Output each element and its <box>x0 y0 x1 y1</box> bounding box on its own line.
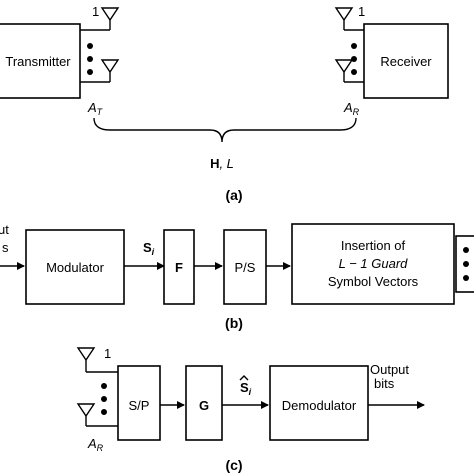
equalizer-label: G <box>199 398 209 413</box>
channel-label: H, L <box>210 156 234 171</box>
channel-length: , L <box>219 156 233 171</box>
receiver-label: Receiver <box>380 54 432 69</box>
rx-antenna-index: 1 <box>358 4 365 19</box>
ps-box <box>223 229 267 305</box>
symbol-hat-accent <box>239 375 249 381</box>
precoder-box <box>163 229 195 305</box>
output-line-1: Output <box>370 362 409 377</box>
output-antenna-dots <box>455 235 474 293</box>
rx-antenna-1-icon <box>334 7 364 31</box>
tx-antenna-count-sub: T <box>97 107 104 117</box>
sp-box <box>117 365 161 441</box>
tx-antenna-index: 1 <box>92 4 99 19</box>
demodulator-box <box>269 365 369 441</box>
panel-c: 1 AR S/P G Si Demodulator Output bits <box>76 346 425 473</box>
transmitter-label: Transmitter <box>5 54 71 69</box>
tx-antenna-last-icon <box>80 59 120 83</box>
symbol-s: S <box>143 240 152 255</box>
caption-c: (c) <box>225 457 242 473</box>
rx-c-antenna-count-sub: R <box>97 443 104 453</box>
sp-label: S/P <box>129 398 150 413</box>
input-fragment-1: ut <box>0 222 9 237</box>
receiver-box <box>363 23 449 99</box>
rx-c-antenna-count: A <box>87 436 97 451</box>
caption-b: (b) <box>225 315 243 331</box>
modulator-box <box>25 229 125 305</box>
equalizer-box <box>185 365 223 441</box>
symbol-sub: i <box>152 247 155 257</box>
precoder-label: F <box>175 260 183 275</box>
channel-brace <box>93 117 357 143</box>
rx-c-antenna-last-icon <box>76 403 118 427</box>
insertion-line-1: Insertion of <box>341 238 406 253</box>
rx-antenna-last-icon <box>334 59 364 83</box>
rx-c-antenna-index: 1 <box>104 346 111 361</box>
ps-label: P/S <box>235 260 256 275</box>
demodulator-label: Demodulator <box>282 398 357 413</box>
tx-antenna-1-icon <box>80 7 120 31</box>
insertion-box <box>291 223 455 305</box>
output-line-2: bits <box>374 376 395 391</box>
insertion-line-2: L − 1 Guard <box>339 256 409 271</box>
transmitter-box <box>0 23 81 99</box>
rx-antenna-count-label: AR <box>343 100 360 117</box>
rx-antenna-count-sub: R <box>353 107 360 117</box>
caption-a: (a) <box>225 187 242 203</box>
rx-c-antenna-count-label: AR <box>87 436 104 453</box>
symbol-label: Si <box>143 240 155 257</box>
tx-antenna-dots <box>87 43 93 75</box>
rx-c-antenna-1-icon <box>76 347 118 373</box>
rx-antenna-count: A <box>343 100 353 115</box>
symbol-hat-s: S <box>240 380 249 395</box>
symbol-hat-sub: i <box>249 387 252 397</box>
channel-matrix: H <box>210 156 219 171</box>
insertion-line-3: Symbol Vectors <box>328 274 419 289</box>
tx-antenna-count: A <box>87 100 97 115</box>
tx-antenna-count-label: AT <box>87 100 104 117</box>
rx-c-antenna-dots <box>101 383 107 415</box>
symbol-hat-label: Si <box>240 380 252 397</box>
panel-b: ut s Modulator Si F P/S Insertion of L −… <box>0 222 474 331</box>
rx-antenna-dots <box>351 43 357 75</box>
modulator-label: Modulator <box>46 260 104 275</box>
panel-a: Transmitter 1 AT Receiver 1 <box>0 4 449 203</box>
input-fragment-2: s <box>2 240 9 255</box>
